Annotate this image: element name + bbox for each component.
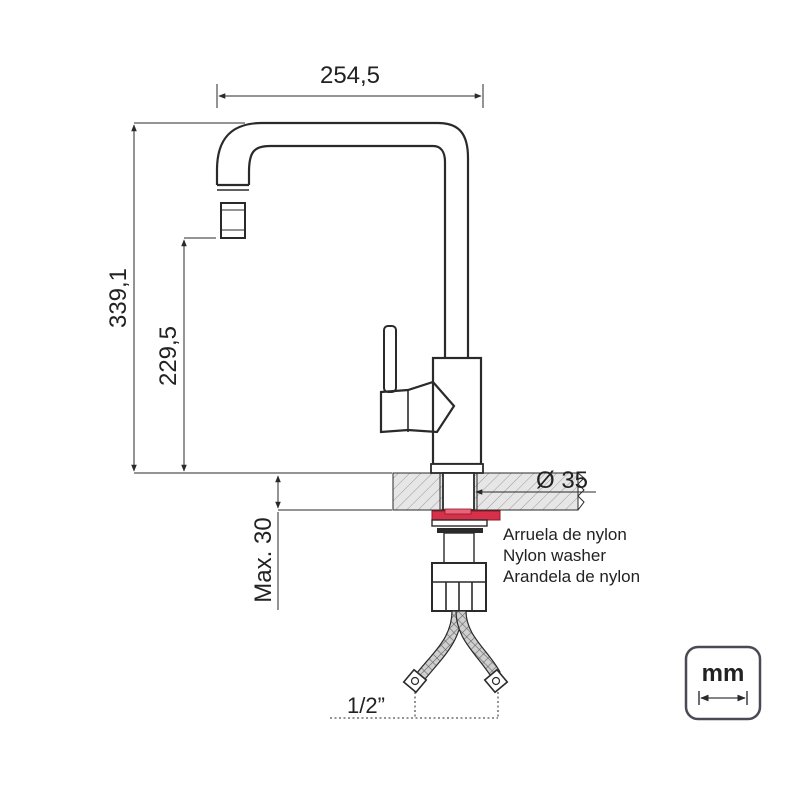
faucet-body — [431, 356, 483, 466]
washer-label-group: Arruela de nylon Nylon washer Arandela d… — [503, 525, 640, 586]
aerator — [220, 202, 246, 239]
braided-hose-left — [412, 610, 463, 685]
dim-connection-thread: 1/2” — [347, 693, 385, 718]
washer-label-pt: Arruela de nylon — [503, 525, 627, 544]
dim-spout-reach: 254,5 — [320, 62, 380, 89]
dim-spout-height: 229,5 — [155, 326, 182, 386]
dim-max-thickness: Max. 30 — [250, 517, 277, 602]
washer-label-es: Arandela de nylon — [503, 567, 640, 586]
under-counter-assembly — [402, 472, 509, 694]
unit-badge: mm — [684, 645, 762, 721]
braided-hose-right — [455, 610, 501, 679]
dimension-lines — [131, 84, 596, 719]
hose-fitting-right — [483, 668, 509, 694]
hose-fitting-left — [402, 668, 428, 694]
dimension-labels: 254,5 339,1 229,5 Max. 30 Ø 35 1/2” — [105, 62, 588, 718]
unit-badge-label: mm — [702, 660, 745, 687]
lever-handle — [383, 325, 397, 393]
spout — [215, 121, 470, 358]
faucet-base-ring — [430, 463, 484, 474]
ruler-arrow-icon — [698, 691, 748, 705]
washer-label-en: Nylon washer — [503, 546, 606, 565]
dim-total-height: 339,1 — [105, 268, 132, 328]
lever-cartridge — [379, 380, 456, 434]
dim-hole-diameter: Ø 35 — [536, 467, 588, 494]
faucet — [215, 121, 484, 474]
